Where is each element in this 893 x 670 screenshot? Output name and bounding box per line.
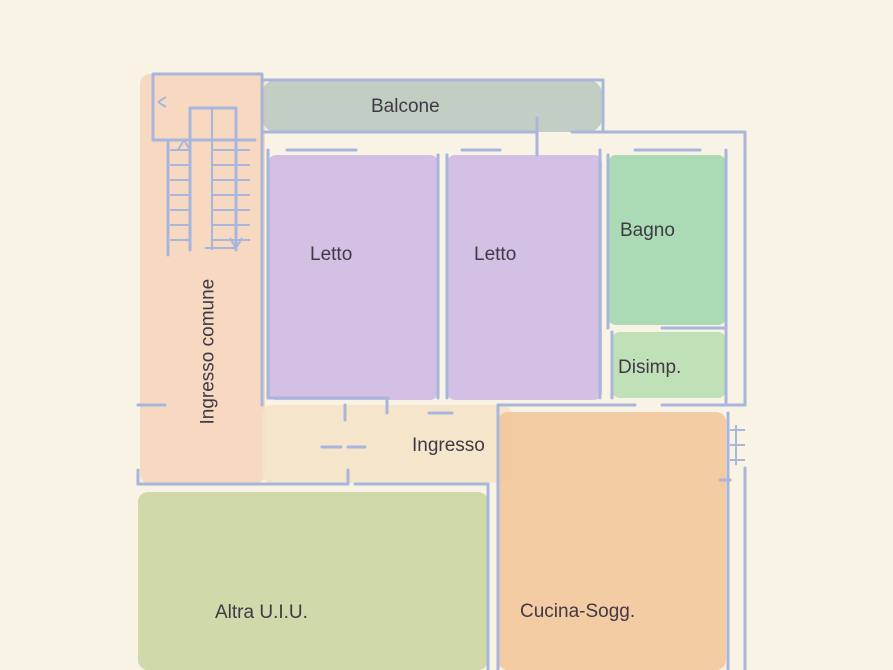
walls (136, 72, 747, 670)
room-fill-letto-2 (447, 155, 602, 400)
label-balcone: Balcone (371, 96, 440, 117)
room-fill-cucina-soggiorno (498, 412, 726, 670)
room-fill-ingresso (262, 405, 512, 483)
window-cucina (730, 425, 745, 465)
room-fill-altra-uiu (138, 492, 488, 670)
room-fill-disimpegno (612, 332, 726, 398)
room-fill-balcone (262, 80, 602, 132)
label-letto-1: Letto (310, 244, 353, 265)
label-disimpegno: Disimp. (618, 357, 682, 378)
room-fill-ingresso-comune (140, 74, 265, 484)
label-letto-2: Letto (474, 244, 517, 265)
label-ingresso-comune: Ingresso comune (197, 278, 219, 425)
label-ingresso: Ingresso (412, 435, 485, 456)
label-cucina-soggiorno: Cucina-Sogg. (520, 601, 636, 622)
room-fill-letto-1 (268, 155, 438, 400)
room-fill-bagno (608, 155, 726, 325)
label-altra-uiu: Altra U.I.U. (215, 602, 308, 623)
label-bagno: Bagno (620, 220, 675, 241)
staircase (157, 96, 250, 250)
